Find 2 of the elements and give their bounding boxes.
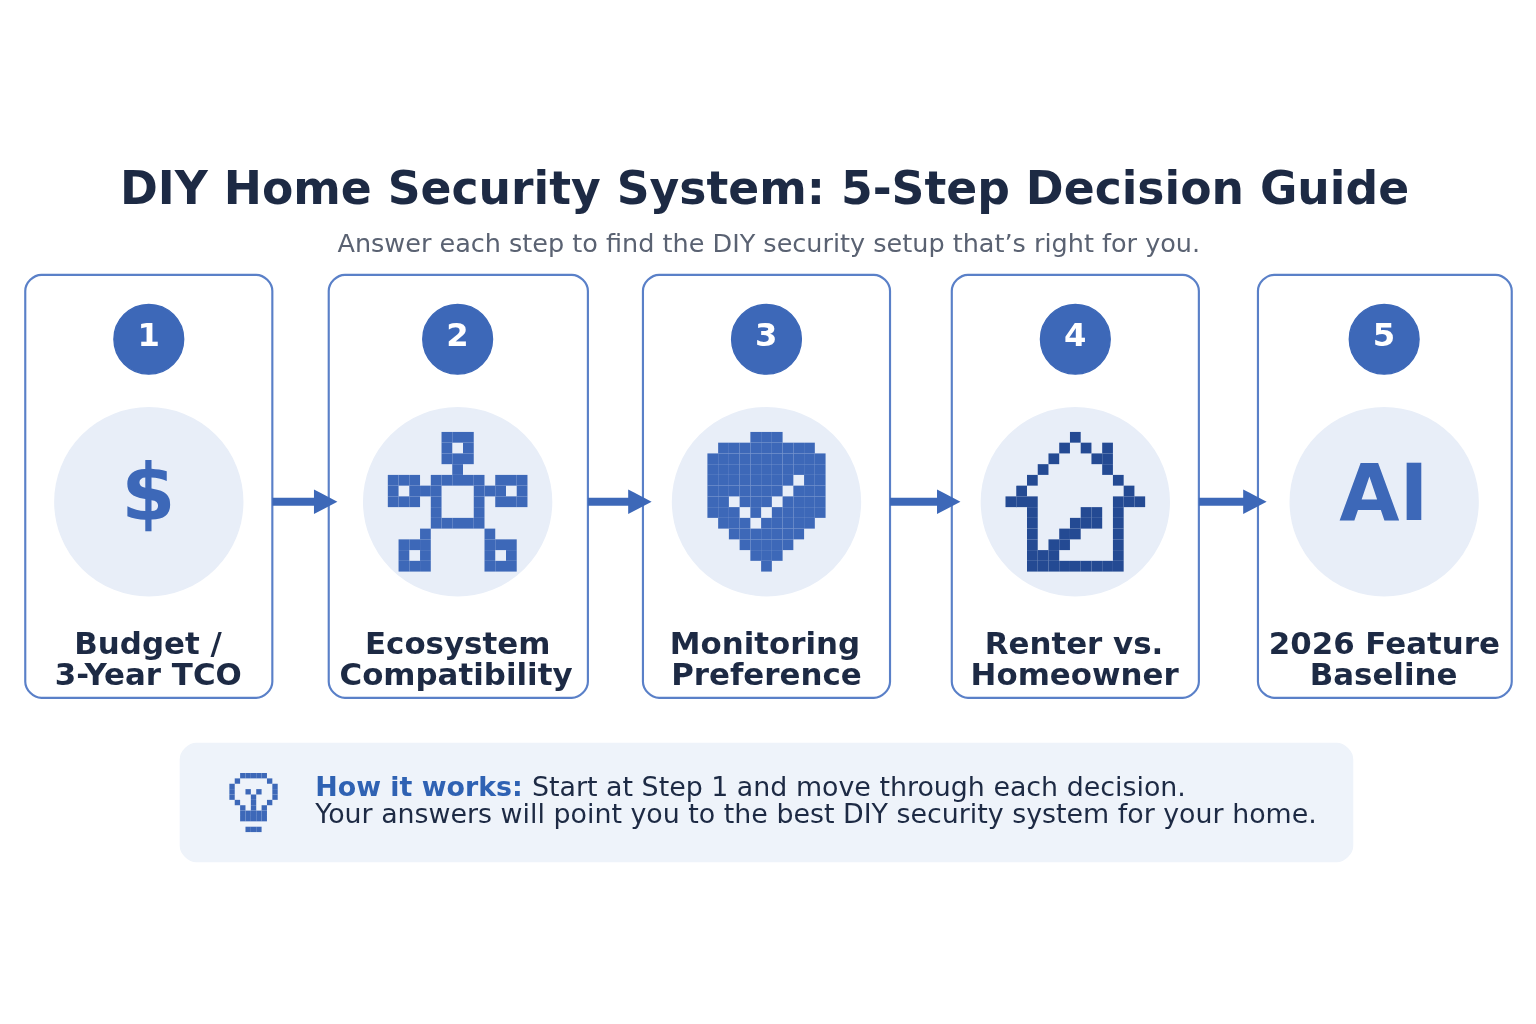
caption: Answer each step to find the DIY security setup that’s right for you. [336,227,1200,258]
diagram-title: DIY Home Security System: 5-Step Decision Guide [119,161,1409,215]
